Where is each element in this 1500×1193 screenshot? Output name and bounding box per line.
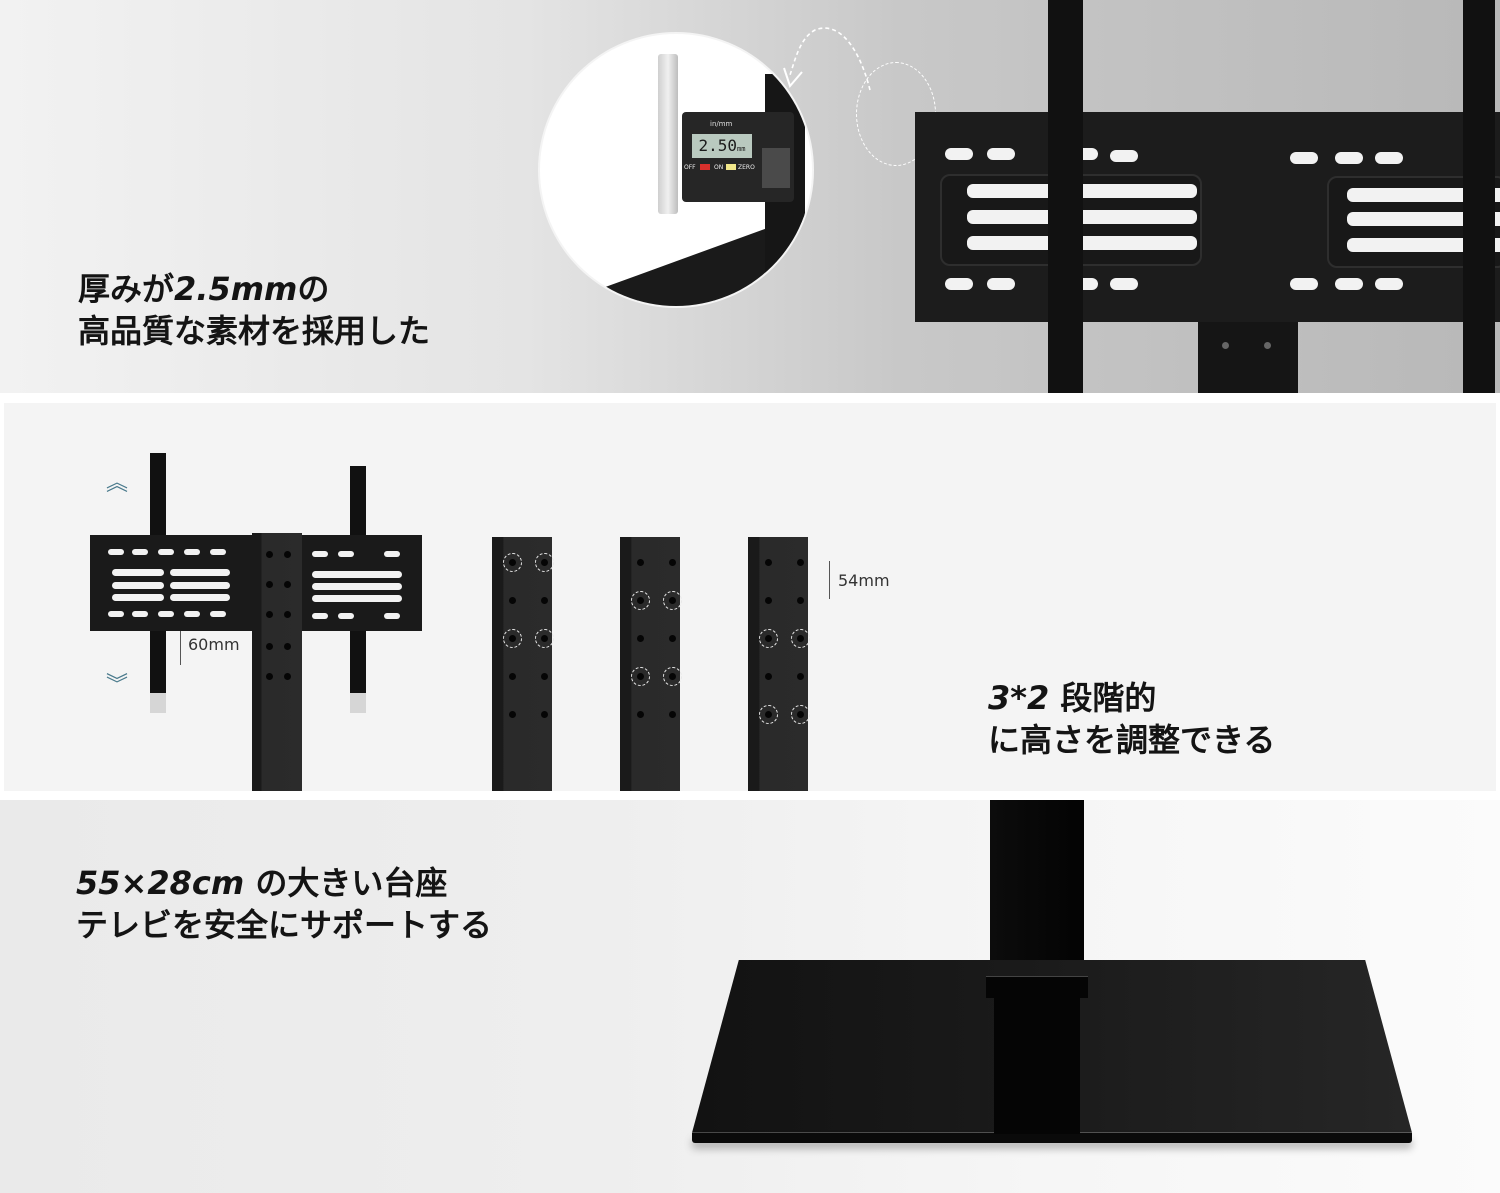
mount-rail-right (1463, 0, 1495, 393)
column-collar (986, 976, 1088, 998)
glass-base-edge (692, 1133, 1412, 1143)
column-reflection (994, 998, 1080, 1134)
caliper-off-button (700, 164, 710, 170)
thickness-heading: 厚みが2.5mmの 高品質な素材を採用した (78, 268, 430, 352)
dimension-54mm-label: 54mm (838, 571, 890, 590)
thickness-heading-line1: 厚みが2.5mmの (78, 270, 330, 308)
base-heading-line1: 55×28cm の大きい台座 (76, 864, 448, 902)
caliper-jaw (658, 54, 678, 214)
dimension-54mm-bracket (829, 561, 830, 599)
thickness-panel: 厚みが2.5mmの 高品質な素材を採用した in/mm 2.50mm OFF O… (0, 0, 1500, 393)
rail-cap-left (150, 693, 166, 713)
rail-cap-right (350, 693, 366, 713)
thickness-heading-line2: 高品質な素材を採用した (78, 312, 431, 350)
caliper-lcd: 2.50mm (692, 134, 752, 158)
base-size-value: 55×28cm (76, 864, 245, 902)
caliper-zoom-circle: in/mm 2.50mm OFF ON ZERO (540, 34, 812, 306)
dimension-60mm-label: 60mm (188, 635, 240, 654)
height-heading-line2: に高さを調整できる (988, 721, 1276, 759)
mount-rail-left (1048, 0, 1083, 393)
post-position-1 (492, 537, 554, 791)
base-heading-line2: テレビを安全にサポートする (76, 906, 493, 944)
base-panel: 55×28cm の大きい台座 テレビを安全にサポートする (0, 800, 1500, 1193)
arrow-down-icon: ︾ (106, 673, 129, 698)
caliper-on-button (726, 164, 736, 170)
thickness-value: 2.5mm (174, 270, 298, 308)
post-position-3 (748, 537, 810, 791)
stand-column (252, 533, 302, 791)
dimension-60mm-bracket (180, 631, 181, 665)
callout-arrow-icon (783, 27, 871, 91)
height-heading-line1: 3*2 段階的 (988, 679, 1157, 717)
mount-plate (915, 112, 1500, 322)
base-heading: 55×28cm の大きい台座 テレビを安全にサポートする (76, 862, 492, 946)
post-position-2 (620, 537, 682, 791)
height-adjust-panel: ︽ ︾ (4, 403, 1496, 791)
stand-column-top (1198, 322, 1298, 393)
arrow-up-icon: ︽ (106, 471, 129, 496)
height-heading: 3*2 段階的 に高さを調整できる (988, 677, 1275, 761)
caliper-unit-label: in/mm (710, 120, 733, 128)
caliper-thumb-wheel (762, 148, 790, 188)
stand-column-lower (990, 800, 1084, 985)
caliper-display-body: in/mm 2.50mm OFF ON ZERO (682, 112, 794, 202)
